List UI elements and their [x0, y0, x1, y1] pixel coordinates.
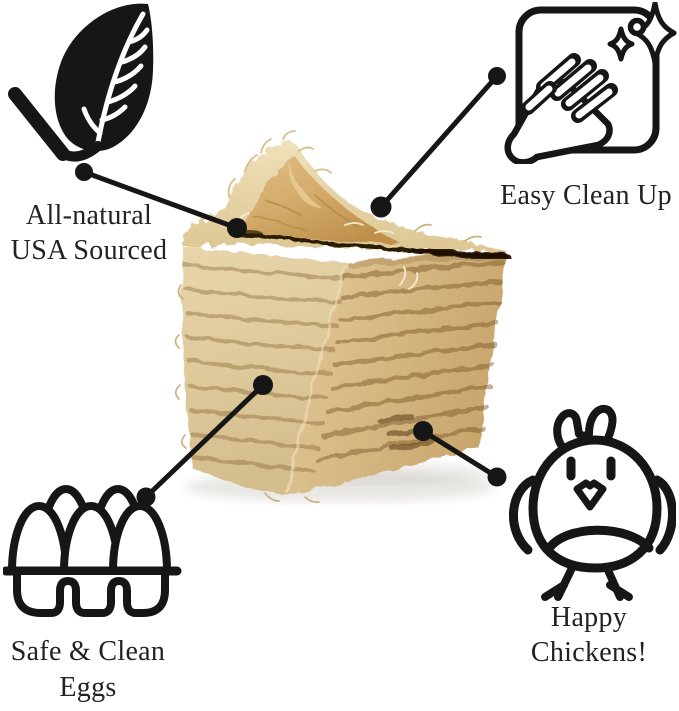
callout-text-line: Easy Clean Up: [500, 180, 672, 211]
callout-label-safe-eggs: Safe & Clean Eggs: [0, 634, 176, 706]
connector-dot: [136, 487, 156, 507]
callout-label-happy-chickens: Happy Chickens!: [498, 600, 679, 670]
connector-dot: [488, 67, 506, 85]
connector-dot: [227, 218, 247, 238]
leaf-check-icon: [8, 3, 154, 162]
nesting-pad-stack-image: [174, 130, 512, 503]
hand-wipe-icon: [504, 2, 677, 164]
callout-text-line: All-natural: [25, 200, 153, 231]
connector-line: [81, 169, 240, 231]
connector-line: [143, 382, 266, 500]
callout-text-line: USA Sourced: [10, 235, 168, 266]
connector-dot: [487, 467, 507, 487]
sparkle-icon: [607, 26, 635, 62]
callout-text-line: Happy: [550, 602, 628, 633]
callout-text-line: Chickens!: [530, 637, 648, 668]
connector-dot: [370, 196, 392, 218]
callout-label-easy-clean: Easy Clean Up: [476, 178, 679, 213]
chicken-icon: [509, 404, 676, 601]
product-photo: [165, 105, 515, 505]
egg-carton-icon: [3, 484, 182, 617]
connector-dot: [253, 375, 273, 395]
connector-dot: [413, 421, 433, 441]
callout-text-line: Eggs: [59, 672, 117, 703]
callout-text-line: Safe & Clean: [10, 636, 166, 667]
connector-line: [420, 428, 500, 480]
connector-line: [378, 73, 500, 210]
connector-dot: [75, 163, 93, 181]
sparkle-dot-icon: [627, 17, 647, 37]
callout-label-all-natural: All-natural USA Sourced: [0, 198, 178, 268]
